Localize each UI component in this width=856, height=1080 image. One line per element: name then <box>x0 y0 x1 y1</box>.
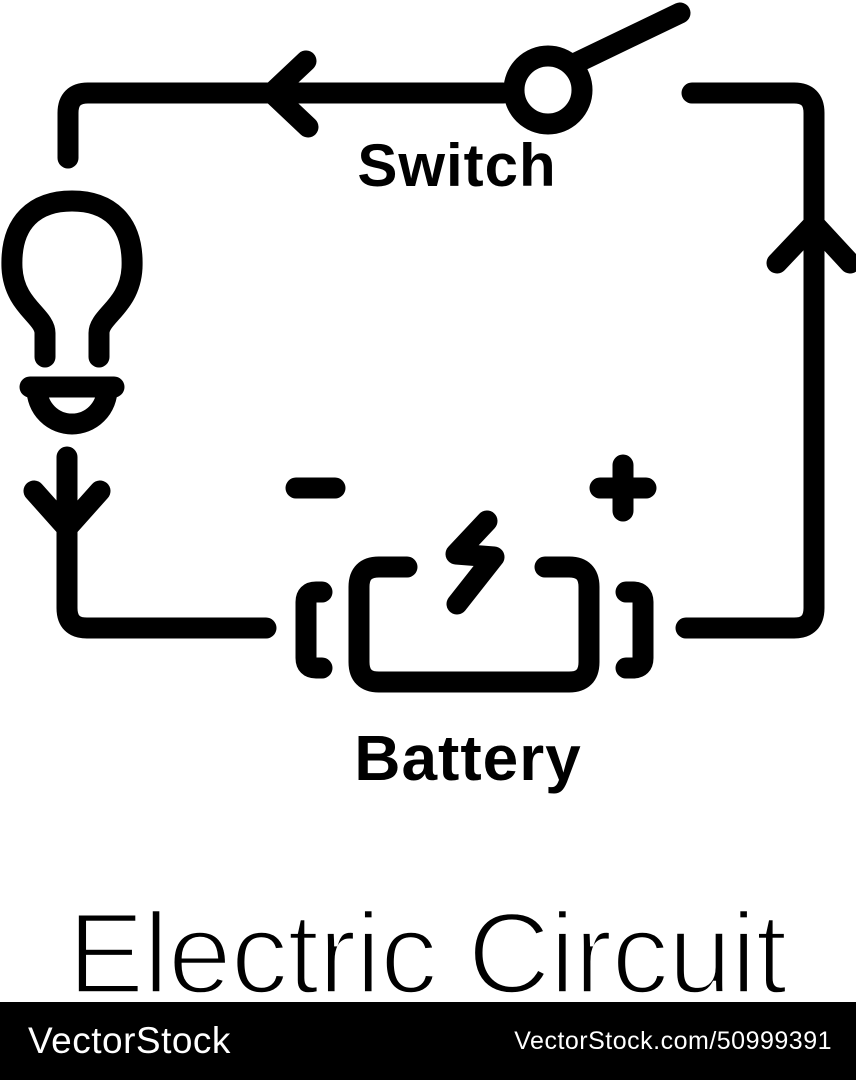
plus-sign <box>589 454 657 522</box>
battery-body <box>348 556 600 693</box>
current-arrow-left-icon <box>261 50 319 138</box>
battery-terminal-left <box>295 581 333 679</box>
watermark-brand: VectorStock <box>28 1020 231 1061</box>
wire-top-left <box>57 82 514 169</box>
battery-icon <box>285 454 657 693</box>
image-title: Electric Circuit <box>66 890 789 1018</box>
switch-label: Switch <box>357 132 557 199</box>
current-arrow-down-icon <box>23 480 111 539</box>
wire-right <box>675 82 825 639</box>
battery-label: Battery <box>354 722 582 794</box>
switch-icon <box>503 2 691 135</box>
bulb-icon <box>1 190 143 435</box>
lightning-bolt-icon <box>445 510 505 615</box>
wire-bottom-left <box>56 446 277 639</box>
current-arrow-up-icon <box>766 213 856 274</box>
battery-terminal-right <box>615 581 654 679</box>
watermark-bar: VectorStock VectorStock.com/50999391 <box>0 1002 856 1080</box>
watermark-url: VectorStock.com/50999391 <box>514 1026 832 1055</box>
